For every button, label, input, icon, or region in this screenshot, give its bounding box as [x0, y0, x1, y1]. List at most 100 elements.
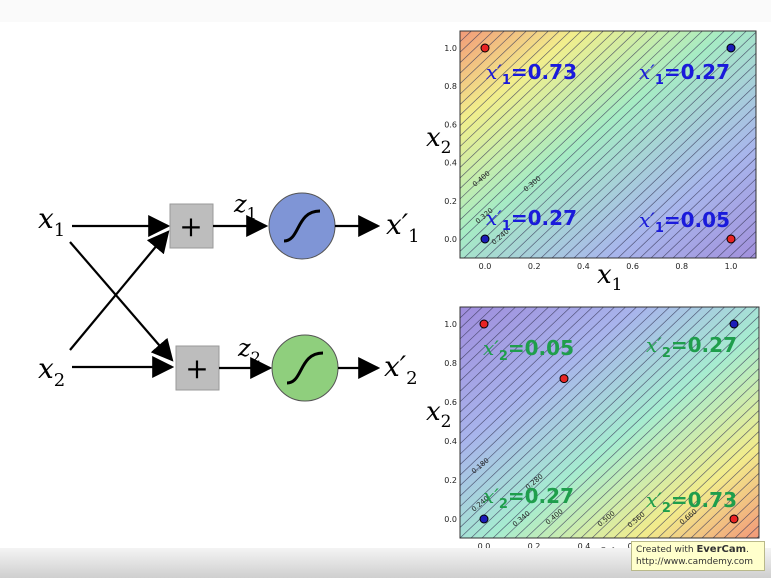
contour-line	[460, 31, 604, 169]
contour-line	[460, 31, 516, 85]
sum-box-2	[175, 345, 220, 391]
data-point	[480, 43, 490, 53]
contour-line	[657, 441, 759, 538]
input-x2-label: x2	[38, 352, 65, 391]
contour-line	[514, 307, 758, 538]
plot1-frame	[459, 30, 757, 259]
contour-line	[460, 31, 571, 137]
contour-line	[595, 105, 756, 258]
contour-line	[679, 462, 759, 538]
data-point	[479, 514, 489, 524]
contour-line	[460, 307, 527, 371]
sum-box-1	[169, 203, 214, 249]
contour-line	[584, 94, 756, 258]
contour-line	[650, 157, 756, 258]
x-tick-label: 0.8	[675, 262, 688, 271]
plot1-xlabel: x1	[597, 260, 623, 295]
x-tick-label: 0.0	[479, 262, 492, 271]
plot1-points	[480, 43, 736, 244]
contour-line	[460, 31, 549, 116]
contour-line	[460, 31, 692, 252]
contour-line	[492, 307, 736, 538]
contour-line	[460, 31, 615, 179]
contour-line	[690, 472, 759, 538]
contour-line	[540, 52, 756, 258]
contour-line	[460, 31, 505, 74]
contour-line	[668, 451, 759, 538]
sum-symbol-2: +	[185, 352, 208, 385]
output-x1-label: x′1	[386, 208, 420, 247]
x-tick-label: 0.0	[478, 542, 491, 551]
contour-line	[460, 307, 505, 350]
plot2-contour-lines	[460, 307, 759, 538]
contour-line	[460, 307, 560, 403]
contour-line	[602, 388, 759, 538]
plot1-contour-lines	[460, 31, 771, 258]
x-tick-label: 0.6	[626, 262, 639, 271]
contour-line	[683, 188, 756, 258]
data-point	[480, 234, 490, 244]
contour-line	[761, 31, 771, 258]
contour-line	[460, 307, 637, 476]
contour-line	[460, 31, 637, 200]
contour-line	[460, 31, 527, 95]
contour-line	[460, 307, 549, 392]
y-tick-label: 0.6	[444, 120, 457, 129]
contour-line	[460, 307, 659, 497]
contour-line	[460, 31, 538, 106]
contour-line	[460, 31, 648, 210]
contour-line	[470, 307, 714, 538]
contour-line	[617, 126, 756, 258]
edge-x1-sum2	[69, 241, 174, 362]
contour-line	[536, 326, 759, 538]
sum-symbol-1: +	[179, 210, 202, 243]
y-tick-label: 0.4	[444, 437, 457, 446]
watermark-line1: Created with EverCam.	[636, 544, 749, 555]
contour-line	[460, 31, 681, 242]
contour-line	[672, 178, 756, 258]
contour-line	[661, 167, 756, 258]
contour-line	[460, 31, 582, 148]
y-tick-label: 0.2	[444, 197, 457, 206]
sigmoid-node-2	[271, 334, 339, 402]
y-tick-label: 0.6	[444, 398, 457, 407]
contour-line	[518, 31, 756, 258]
contour-line	[460, 307, 626, 466]
contour-line	[485, 31, 725, 258]
data-point	[559, 374, 569, 384]
network-diagram: x1 x2 + + z1 z2 x′1 x′2	[38, 190, 420, 402]
contour-line	[460, 307, 593, 434]
data-point	[729, 319, 739, 329]
watermark-brand: EverCam	[696, 544, 747, 555]
evercam-watermark: Created with EverCam. http://www.camdemy…	[631, 541, 765, 571]
contour-line	[569, 357, 759, 538]
contour-line	[551, 63, 756, 258]
contour-line	[606, 115, 756, 258]
x-tick-label: 1.0	[725, 262, 738, 271]
z1-label: z1	[233, 190, 257, 223]
contour-plot-2: 0.00.20.40.60.81.00.00.20.40.60.81.0 0.1…	[426, 306, 760, 573]
contour-line	[562, 73, 756, 258]
data-point	[479, 319, 489, 329]
contour-line	[639, 147, 756, 258]
plot2-annotation: x′2=0.27	[646, 333, 737, 361]
contour-line	[460, 31, 626, 189]
x-tick-label: 0.4	[577, 262, 590, 271]
contour-line	[481, 307, 725, 538]
x-tick-label: 0.4	[578, 542, 591, 551]
contour-line	[460, 307, 692, 529]
contour-line	[573, 84, 756, 258]
contour-line	[463, 31, 703, 258]
contour-line	[646, 430, 759, 538]
data-point	[729, 514, 739, 524]
contour-line	[460, 307, 604, 445]
y-tick-label: 1.0	[444, 320, 457, 329]
contour-line	[525, 315, 759, 538]
x-tick-label: 0.2	[528, 542, 541, 551]
contour-line	[460, 307, 703, 538]
contour-line	[460, 307, 571, 413]
contour-line	[460, 307, 670, 508]
